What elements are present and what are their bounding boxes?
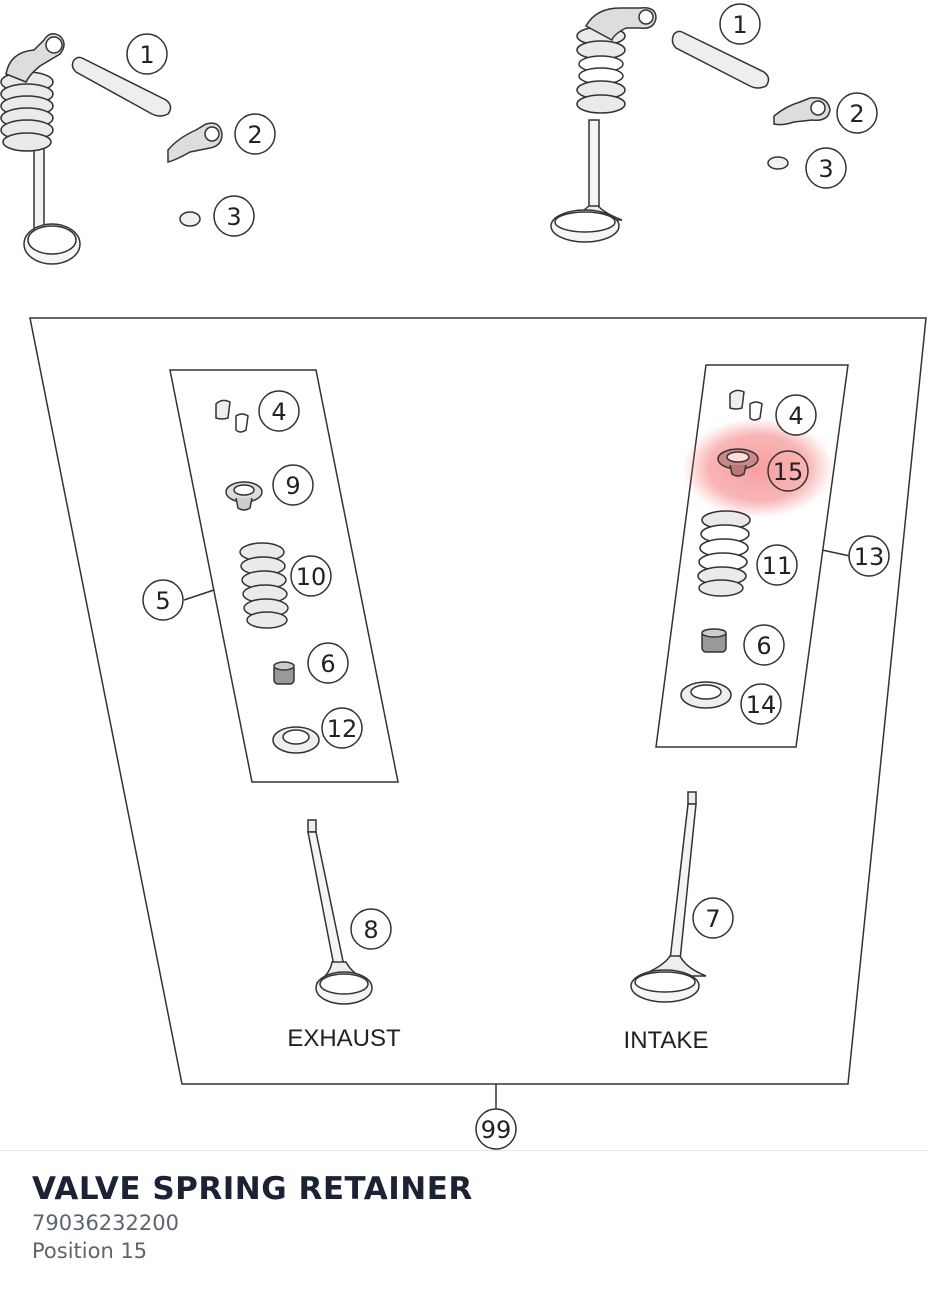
callout-15[interactable]: 15	[767, 450, 809, 492]
svg-text:2: 2	[247, 121, 262, 149]
pad-right	[767, 156, 789, 170]
rocker-shaft-right	[671, 30, 770, 89]
svg-text:12: 12	[327, 715, 358, 743]
svg-text:11: 11	[762, 552, 793, 580]
exhaust-valve	[307, 819, 373, 1005]
valve-seal-exhaust	[273, 661, 295, 685]
svg-text:1: 1	[139, 41, 154, 69]
valve-right-top	[550, 119, 623, 243]
spring-left-top	[0, 71, 54, 152]
spring-retainer-intake	[717, 448, 759, 477]
callout-14[interactable]: 14	[740, 683, 782, 725]
valve-left-top	[23, 139, 81, 265]
callout-3-right[interactable]: 3	[805, 147, 847, 189]
svg-text:2: 2	[849, 100, 864, 128]
svg-text:99: 99	[481, 1116, 512, 1144]
callout-6-exhaust[interactable]: 6	[307, 642, 349, 684]
svg-text:4: 4	[788, 402, 803, 430]
spring-right-top	[576, 26, 626, 114]
svg-text:6: 6	[756, 632, 771, 660]
svg-text:13: 13	[854, 543, 885, 571]
kit-frame	[29, 317, 927, 1085]
callout-13[interactable]: 13	[848, 535, 890, 577]
rocker-assembly-left	[0, 33, 223, 265]
callout-2-left[interactable]: 2	[234, 113, 276, 155]
svg-text:6: 6	[320, 650, 335, 678]
intake-parts	[630, 389, 763, 1003]
exhaust-parts	[215, 399, 373, 1005]
callout-8[interactable]: 8	[350, 908, 392, 950]
callout-7[interactable]: 7	[692, 897, 734, 939]
callout-4-exhaust[interactable]: 4	[258, 390, 300, 432]
intake-label: INTAKE	[624, 1027, 709, 1054]
callout-12[interactable]: 12	[321, 707, 363, 749]
highlight-position-15	[682, 418, 834, 518]
callout-10[interactable]: 10	[290, 555, 332, 597]
svg-text:7: 7	[705, 905, 720, 933]
svg-text:5: 5	[155, 587, 170, 615]
parts-diagram: 1 2 3 1 2 3 4 9 10 5 6 12 4 15 11 13 6 1…	[0, 3, 927, 1150]
valve-seal-intake	[701, 628, 727, 653]
valve-spring-exhaust	[239, 542, 289, 629]
spring-retainer-exhaust	[225, 481, 263, 511]
callout-1-left[interactable]: 1	[126, 33, 168, 75]
callout-1-right[interactable]: 1	[719, 3, 761, 45]
svg-text:9: 9	[285, 472, 300, 500]
svg-text:3: 3	[818, 155, 833, 183]
callout-99[interactable]: 99	[475, 1108, 517, 1150]
svg-text:10: 10	[296, 563, 327, 591]
callout-3-left[interactable]: 3	[213, 195, 255, 237]
rocker-assembly-right	[550, 6, 831, 243]
pad-left	[179, 211, 201, 227]
callout-4-intake[interactable]: 4	[775, 394, 817, 436]
svg-text:3: 3	[226, 203, 241, 231]
valve-spring-intake	[697, 510, 751, 597]
part-position: Position 15	[32, 1239, 148, 1263]
spring-seat-intake	[680, 681, 732, 709]
svg-text:8: 8	[363, 916, 378, 944]
rocker-shaft-left	[71, 56, 172, 117]
spring-seat-exhaust	[272, 726, 320, 754]
callouts: 1 2 3 1 2 3 4 9 10 5 6 12 4 15 11 13 6 1…	[126, 3, 890, 1150]
valve-keepers-exhaust	[215, 399, 249, 433]
intake-valve	[630, 791, 707, 1003]
svg-text:1: 1	[732, 11, 747, 39]
svg-text:14: 14	[746, 691, 777, 719]
intake-kit-frame	[655, 364, 849, 748]
callout-2-right[interactable]: 2	[836, 92, 878, 134]
callout-6-intake[interactable]: 6	[743, 624, 785, 666]
valve-keepers-intake	[729, 389, 763, 421]
part-title: VALVE SPRING RETAINER	[32, 1171, 473, 1207]
callout-5[interactable]: 5	[142, 579, 184, 621]
svg-text:4: 4	[271, 398, 286, 426]
callout-9[interactable]: 9	[272, 464, 314, 506]
callout-11[interactable]: 11	[756, 544, 798, 586]
svg-text:15: 15	[773, 458, 804, 486]
exhaust-kit-frame	[169, 369, 399, 783]
exhaust-label: EXHAUST	[287, 1025, 401, 1052]
part-info-panel: VALVE SPRING RETAINER 79036232200 Positi…	[0, 1150, 928, 1290]
part-number: 79036232200	[32, 1211, 179, 1235]
